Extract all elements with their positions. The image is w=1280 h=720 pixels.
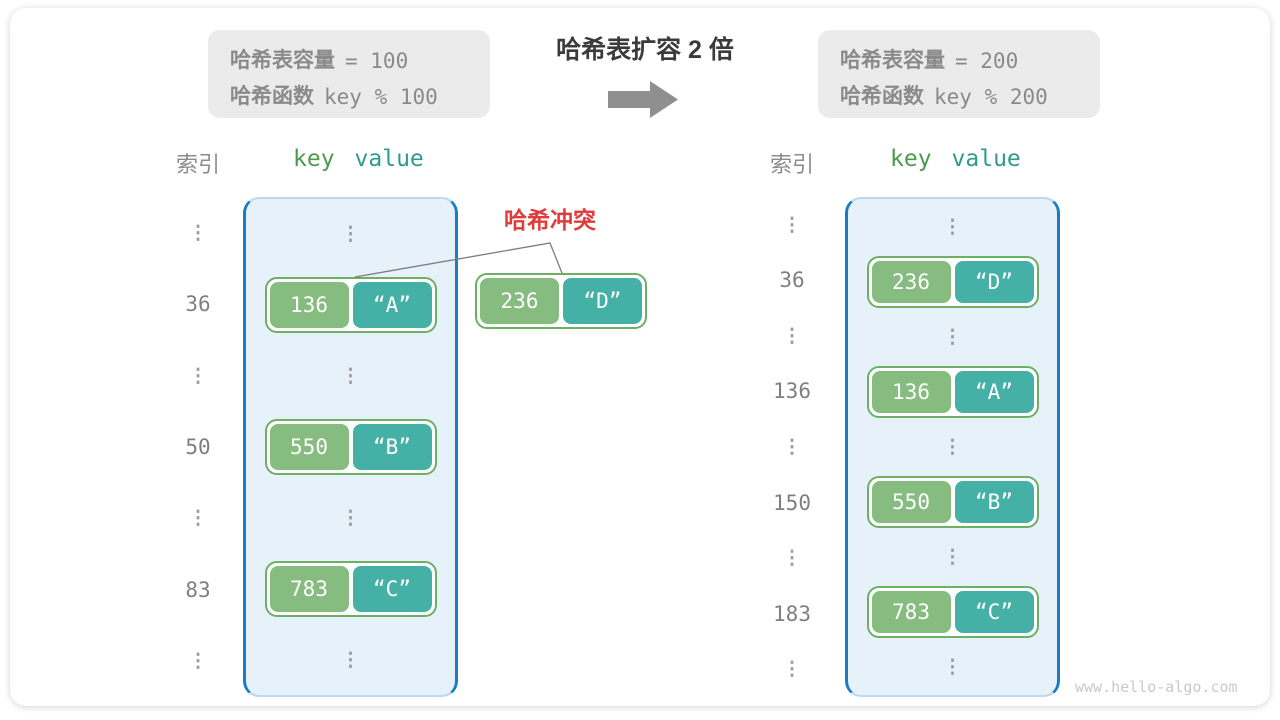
key-header: key — [293, 146, 335, 172]
key-box: 783 — [269, 565, 349, 612]
kv-pair: 783 “C” — [264, 560, 437, 617]
info-box-after: 哈希表容量 = 200 哈希函数 key % 200 — [818, 30, 1100, 118]
index-column-after: ⋮ 36 ⋮ 136 ⋮ 150 ⋮ 183 ⋮ — [754, 197, 830, 697]
hash-fn-value: key % 200 — [934, 85, 1048, 109]
bucket-ellipsis: ⋮ — [341, 223, 360, 246]
bucket-ellipsis: ⋮ — [943, 546, 962, 569]
index-label: 36 — [779, 268, 805, 293]
value-box: “D” — [954, 260, 1034, 303]
index-ellipsis: ⋮ — [782, 658, 802, 681]
capacity-line: 哈希表容量 = 200 — [840, 45, 1100, 77]
key-header: key — [890, 146, 932, 172]
index-label: 83 — [185, 577, 211, 602]
index-ellipsis: ⋮ — [188, 650, 208, 673]
bucket-ellipsis: ⋮ — [341, 506, 360, 529]
bucket-ellipsis: ⋮ — [943, 215, 962, 238]
hash-table-before: ⋮ 136 “A” ⋮ 550 “B” ⋮ 783 “C” ⋮ — [243, 197, 458, 697]
collision-kv-pair: 236 “D” — [475, 273, 647, 329]
value-box: “A” — [954, 370, 1034, 413]
key-box: 550 — [871, 481, 951, 524]
kv-pair: 550 “B” — [866, 476, 1039, 529]
index-ellipsis: ⋮ — [188, 221, 208, 244]
hash-fn-label: 哈希函数 — [840, 85, 924, 108]
key-box: 550 — [269, 424, 349, 470]
kv-header-left: key value — [293, 146, 424, 172]
hash-table-after: ⋮ 236 “D” ⋮ 136 “A” ⋮ 550 “B” ⋮ 783 “C” — [845, 197, 1060, 697]
index-label: 183 — [773, 601, 811, 626]
index-label: 36 — [185, 292, 211, 317]
bucket-ellipsis: ⋮ — [341, 365, 360, 388]
key-box: 236 — [480, 278, 559, 324]
bucket-ellipsis: ⋮ — [943, 656, 962, 679]
index-ellipsis: ⋮ — [782, 324, 802, 347]
kv-pair: 236 “D” — [866, 255, 1039, 308]
index-label: 136 — [773, 379, 811, 404]
value-box: “B” — [954, 481, 1034, 524]
capacity-label: 哈希表容量 — [230, 49, 335, 72]
bucket-ellipsis: ⋮ — [943, 435, 962, 458]
collision-connector-lines — [354, 242, 563, 278]
value-header: value — [951, 146, 1021, 172]
value-box: “C” — [352, 565, 432, 612]
capacity-line: 哈希表容量 = 100 — [230, 45, 490, 77]
index-label: 150 — [773, 490, 811, 515]
key-box: 136 — [269, 282, 349, 329]
capacity-label: 哈希表容量 — [840, 49, 945, 72]
bucket-ellipsis: ⋮ — [943, 325, 962, 348]
kv-pair: 136 “A” — [264, 277, 437, 334]
hash-fn-line: 哈希函数 key % 100 — [230, 81, 490, 113]
index-ellipsis: ⋮ — [188, 507, 208, 530]
capacity-value: = 100 — [345, 49, 409, 73]
bucket-ellipsis: ⋮ — [341, 648, 360, 671]
kv-header-right: key value — [890, 146, 1021, 172]
info-box-before: 哈希表容量 = 100 哈希函数 key % 100 — [208, 30, 490, 118]
key-box: 783 — [871, 591, 951, 634]
index-ellipsis: ⋮ — [188, 364, 208, 387]
index-column-before: ⋮ 36 ⋮ 50 ⋮ 83 ⋮ — [160, 197, 236, 697]
hash-fn-value: key % 100 — [324, 85, 438, 109]
kv-pair: 136 “A” — [866, 365, 1039, 418]
diagram-card — [10, 8, 1270, 706]
value-box: “C” — [954, 591, 1034, 634]
index-header-left: 索引 — [175, 152, 220, 177]
index-ellipsis: ⋮ — [782, 547, 802, 570]
collision-label: 哈希冲突 — [504, 207, 596, 233]
diagram-title: 哈希表扩容 2 倍 — [556, 36, 734, 64]
hash-fn-label: 哈希函数 — [230, 85, 314, 108]
index-header-right: 索引 — [769, 152, 814, 177]
index-label: 50 — [185, 434, 211, 459]
key-box: 236 — [871, 260, 951, 303]
kv-pair: 783 “C” — [866, 586, 1039, 639]
value-box: “A” — [352, 282, 432, 329]
watermark: www.hello-algo.com — [1075, 678, 1238, 696]
key-box: 136 — [871, 370, 951, 413]
value-box: “D” — [563, 278, 642, 324]
index-ellipsis: ⋮ — [782, 213, 802, 236]
kv-pair: 550 “B” — [264, 419, 437, 475]
hash-fn-line: 哈希函数 key % 200 — [840, 81, 1100, 113]
value-box: “B” — [352, 424, 432, 470]
value-header: value — [354, 146, 424, 172]
index-ellipsis: ⋮ — [782, 436, 802, 459]
capacity-value: = 200 — [955, 49, 1019, 73]
expand-arrow-icon — [608, 81, 678, 118]
